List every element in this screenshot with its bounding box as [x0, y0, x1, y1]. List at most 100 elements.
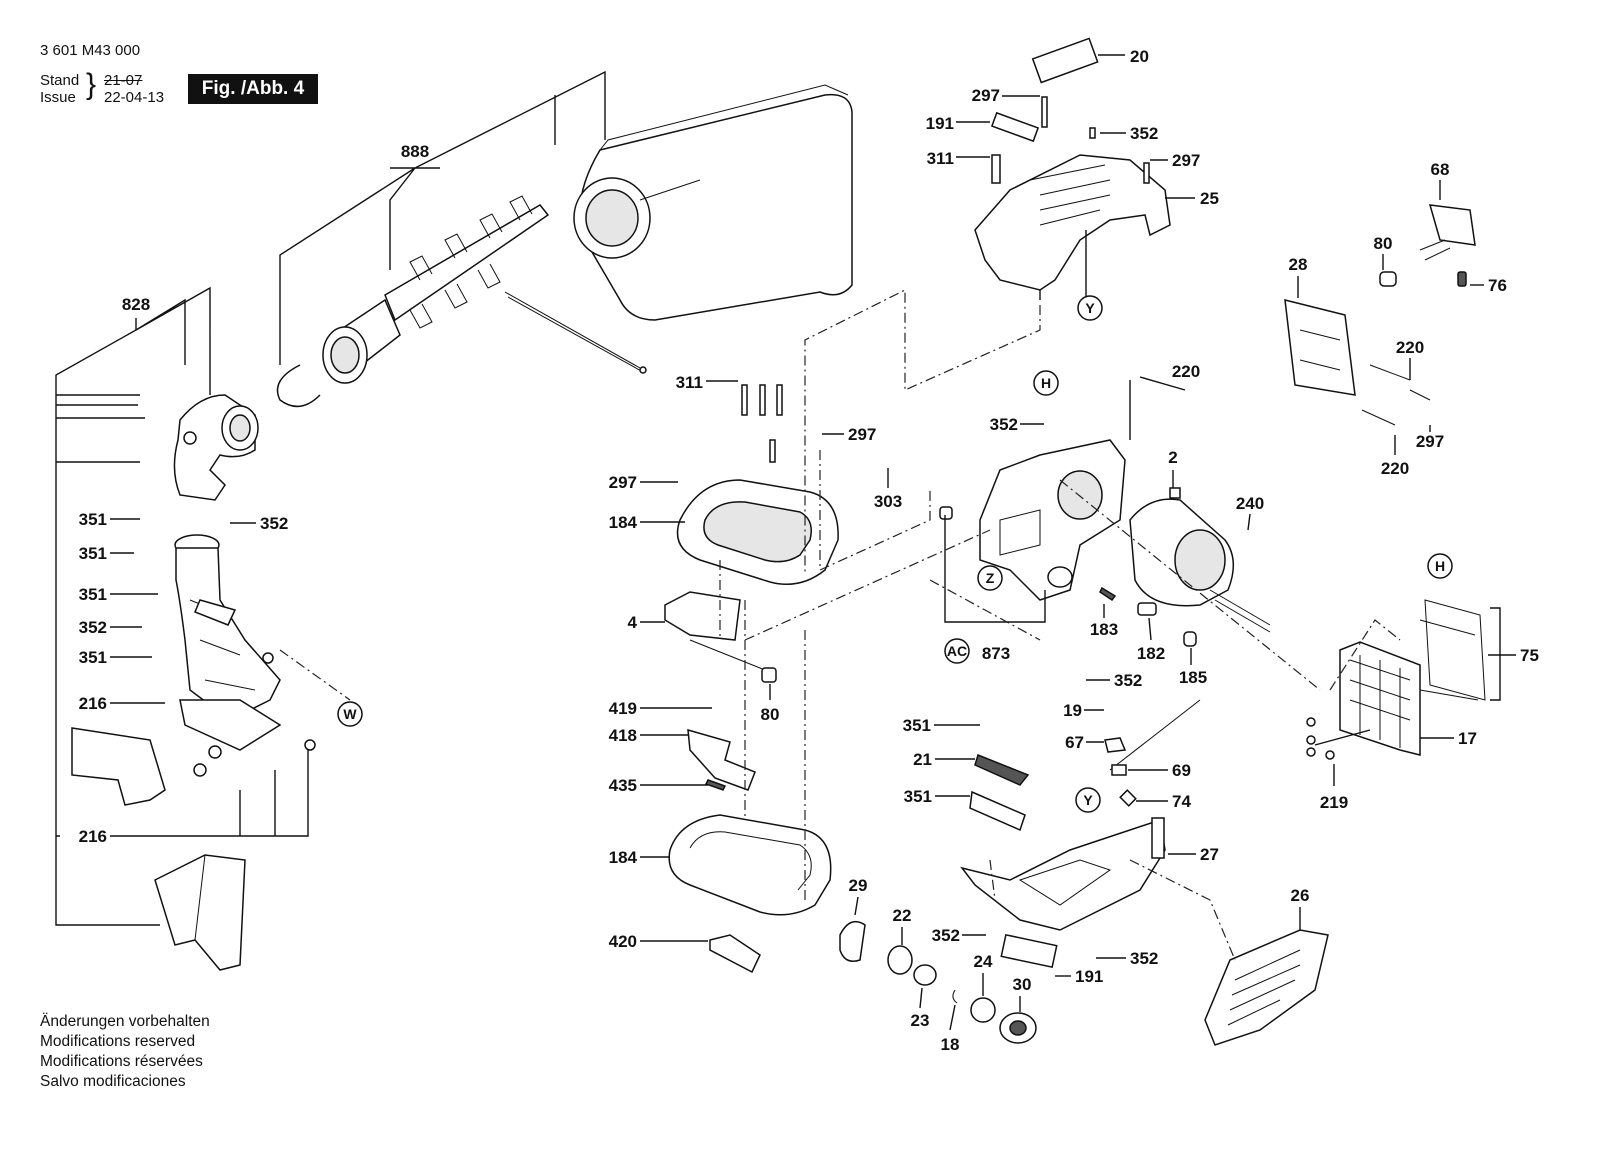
notes-block: Änderungen vorbehalten Modifications res…	[40, 1012, 210, 1092]
part-label: 351	[904, 787, 932, 806]
part-label: 351	[79, 544, 107, 563]
reference-callout-circle	[1033, 370, 1059, 396]
small-parts-lower-drawing	[839, 920, 1037, 1044]
part-label: 297	[1416, 432, 1444, 451]
reference-callout-label: Y	[1085, 300, 1095, 316]
part-label: 67	[1065, 733, 1084, 752]
bracket-28-68-drawing	[1284, 204, 1476, 426]
part-label: 352	[260, 514, 288, 533]
note-de: Änderungen vorbehalten	[40, 1013, 210, 1030]
leader-line	[1148, 617, 1152, 641]
assembly-guide-line	[1059, 479, 1321, 691]
part-label: 297	[1172, 151, 1200, 170]
part-label: 27	[1200, 845, 1219, 864]
reference-callout-label: H	[1435, 558, 1445, 574]
reference-callout-label: Z	[986, 570, 995, 586]
part-label: 20	[1130, 47, 1149, 66]
part-label: 21	[913, 750, 932, 769]
reference-callout-circle	[1077, 295, 1103, 321]
elbow-828-drawing	[173, 394, 259, 501]
part-label: 351	[79, 648, 107, 667]
part-label: 888	[401, 142, 429, 161]
part-label: 184	[609, 848, 638, 867]
part-label: 352	[990, 415, 1018, 434]
part-label: 68	[1431, 160, 1450, 179]
part-label: 184	[609, 513, 638, 532]
part-label: 420	[609, 932, 637, 951]
filter-17-75-drawing	[1306, 599, 1486, 760]
reference-callout-label: H	[1041, 375, 1051, 391]
part-label: 17	[1458, 729, 1477, 748]
part-label: 191	[926, 114, 954, 133]
reference-callout-label: W	[343, 706, 357, 722]
part-label: 873	[982, 644, 1010, 663]
assembly-guide-line	[744, 529, 991, 641]
part-label: 30	[1013, 975, 1032, 994]
group-bracket-line	[1314, 729, 1371, 746]
assembly-guide-line	[1129, 859, 1236, 961]
assembly-guide-line	[819, 450, 931, 571]
group-bracket-line	[1490, 607, 1501, 701]
part-label: 26	[1291, 886, 1310, 905]
leader-line	[919, 987, 923, 1009]
small-parts-183-182-185	[1099, 586, 1197, 647]
group-bracket-line	[55, 286, 211, 926]
part-label: 19	[1063, 701, 1082, 720]
base-27-drawing	[960, 817, 1166, 931]
reference-callout-circle	[944, 638, 970, 664]
reference-callout-label: Y	[1083, 792, 1093, 808]
hose-888-drawing	[276, 195, 647, 408]
part-label: 311	[676, 373, 703, 392]
cover-25-drawing	[974, 37, 1171, 291]
reference-callout-circle	[1075, 787, 1101, 813]
part-label: 4	[628, 613, 638, 632]
part-label: 219	[1320, 793, 1348, 812]
assembly-guide-line	[719, 560, 746, 820]
part-label: 352	[1130, 949, 1158, 968]
note-es: Salvo modificaciones	[40, 1073, 186, 1090]
part-label: 191	[1075, 967, 1103, 986]
part-label: 352	[932, 926, 960, 945]
assembly-guide-line	[279, 649, 351, 701]
part-label: 220	[1172, 362, 1200, 381]
part-label: 69	[1172, 761, 1191, 780]
part-label: 351	[903, 716, 931, 735]
duct-assembly-drawing	[174, 534, 316, 777]
part-label: 25	[1200, 189, 1219, 208]
dust-bag-drawing	[573, 84, 853, 321]
group-bracket-line	[944, 515, 1046, 623]
reference-callout-label: AC	[947, 643, 967, 659]
handle-184-upper-drawing	[676, 384, 839, 585]
note-fr: Modifications réservées	[40, 1053, 203, 1070]
part-label: 297	[848, 425, 876, 444]
part-label: 418	[609, 726, 637, 745]
part-label: 76	[1488, 276, 1507, 295]
part-label: 435	[609, 776, 637, 795]
part-label: 351	[79, 510, 107, 529]
stand-label: Stand	[40, 72, 80, 89]
housing-drawing	[939, 439, 1126, 601]
part-label: 352	[79, 618, 107, 637]
reference-callout-circle	[337, 701, 363, 727]
part-label: 18	[941, 1035, 960, 1054]
part-label: 75	[1520, 646, 1539, 665]
part-label: 22	[893, 906, 912, 925]
grille-26-drawing	[1204, 929, 1329, 1046]
part-label: 183	[1090, 620, 1118, 639]
part-label: 311	[927, 149, 954, 168]
part-label: 28	[1289, 255, 1308, 274]
issue-value: 22-04-13	[104, 89, 165, 106]
leader-line	[949, 1004, 956, 1031]
part-label: 2	[1168, 448, 1177, 467]
plate-216-drawings	[71, 727, 246, 971]
part-label: 351	[79, 585, 107, 604]
part-label: 216	[79, 694, 107, 713]
part-label: 303	[874, 492, 902, 511]
switch-4-drawing	[664, 591, 777, 683]
part-label: 352	[1114, 671, 1142, 690]
group-bracket-line	[279, 70, 606, 365]
part-label: 220	[1381, 459, 1409, 478]
group-bracket-line	[56, 750, 309, 837]
